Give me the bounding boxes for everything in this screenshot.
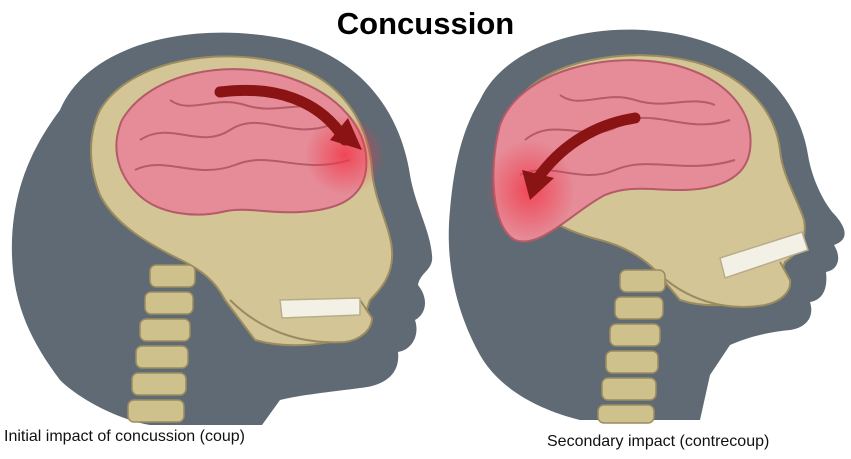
jaw (654, 261, 792, 308)
motion-arrow (214, 84, 351, 146)
teeth (279, 297, 361, 319)
motion-arrow (532, 112, 641, 184)
impact-glow (305, 115, 385, 195)
coup-head-drawing (11, 32, 433, 425)
diagram-title: Concussion (336, 6, 515, 41)
contrecoup-caption: Secondary impact (contrecoup) (547, 433, 770, 450)
coup-illustration (11, 32, 433, 425)
teeth (719, 231, 809, 279)
contrecoup-head-drawing (448, 29, 845, 424)
spine (597, 269, 666, 424)
coup-caption: Initial impact of concussion (coup) (4, 428, 245, 445)
contrecoup-illustration (430, 0, 851, 459)
spine (127, 264, 196, 423)
